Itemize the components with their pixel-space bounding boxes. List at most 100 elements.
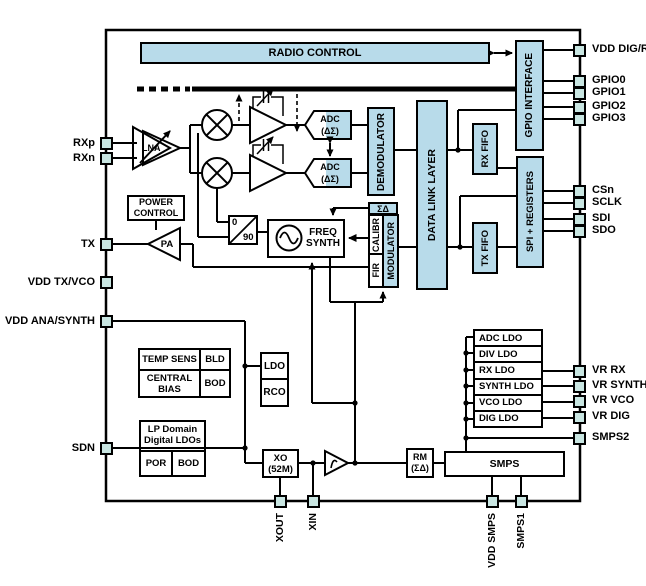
radio-control-block: RADIO CONTROL [140, 42, 490, 64]
tx-fifo-block: TX FIFO [472, 222, 498, 274]
spi-registers-label: SPI + REGISTERS [524, 171, 536, 253]
data-link-layer-block: DATA LINK LAYER [416, 100, 448, 290]
pin-label-vr-synth: VR SYNTH [592, 379, 646, 391]
power-clock-wires [112, 320, 573, 495]
pin-rxn [100, 152, 113, 165]
ldo-label: LDO [263, 360, 286, 372]
pin-label-gpio0: GPIO0 [592, 74, 626, 86]
pin-label-vdd-smps: VDD SMPS [486, 513, 498, 568]
phase-splitter-block [228, 215, 258, 245]
modulator-label: MODULATOR [385, 222, 396, 280]
radio-control-label: RADIO CONTROL [268, 47, 362, 59]
freq-synth-block [267, 219, 345, 258]
calibr-label: CALIBR [371, 217, 381, 252]
ldo-row-div: DIV LDO [475, 347, 541, 364]
pin-label-sclk: SCLK [592, 196, 622, 208]
ldo-row-vco: VCO LDO [475, 396, 541, 412]
phase-0-label: 0 [232, 217, 238, 228]
xo-label: XO(52M) [268, 452, 293, 475]
pin-label-rxn: RXn [73, 152, 95, 164]
temp-sens-label: TEMP SENS [142, 354, 197, 365]
mixer-i-icon [201, 109, 233, 141]
lp-bod-block: BOD [171, 450, 206, 477]
adc-q-shape [303, 158, 352, 188]
pin-label-csn: CSn [592, 184, 614, 196]
adc-i-label: ADC(ΔΣ) [320, 114, 340, 136]
pin-sdo [573, 225, 586, 238]
pin-label-vr-vco: VR VCO [592, 394, 635, 406]
pin-label-tx: TX [80, 238, 95, 250]
pin-gpio1 [573, 87, 586, 100]
rx-fifo-label: RX FIFO [479, 130, 491, 168]
por-label: POR [145, 458, 167, 469]
mixer-q-icon [201, 157, 233, 189]
rm-block: RM(ΣΔ) [406, 448, 434, 478]
bod-label: BOD [204, 378, 226, 389]
lna-label: LNA [142, 143, 161, 153]
ldo-row-adc: ADC LDO [475, 331, 541, 348]
bod-block: BOD [199, 369, 231, 398]
pin-label-vdd-dig-rx: VDD DIG/RX [592, 43, 646, 55]
adc-q-label: ADC(ΔΣ) [320, 162, 340, 184]
tx-synth-wires [112, 133, 387, 463]
pin-vdd-ana-synth [100, 315, 113, 328]
pin-smps1 [515, 495, 528, 508]
pin-label-sdi: SDI [592, 212, 611, 224]
digital-wires [395, 49, 573, 248]
gpio-interface-label: GPIO INTERFACE [524, 53, 535, 138]
pin-xout [274, 495, 287, 508]
pin-label-sdo: SDO [592, 224, 616, 236]
pin-xin [307, 495, 320, 508]
rco-label: RCO [263, 387, 286, 398]
modulator-block: MODULATOR [382, 214, 399, 288]
pin-vdd-tx-vco [100, 276, 113, 289]
fir-label: FIR [371, 263, 381, 278]
pin-label-gpio1: GPIO1 [592, 86, 626, 98]
pin-label-smps2: SMPS2 [592, 431, 630, 443]
ldo-row-dig: DIG LDO [479, 413, 519, 425]
ldo-stack-block: ADC LDO DIV LDO RX LDO SYNTH LDO VCO LDO… [473, 329, 543, 428]
data-link-layer-label: DATA LINK LAYER [426, 148, 438, 242]
pin-label-vdd-ana-synth: VDD ANA/SYNTH [4, 315, 95, 327]
pin-label-rxp: RXp [73, 137, 95, 149]
pin-label-vdd-tx-vco: VDD TX/VCO [27, 276, 95, 288]
if-amp-q-icon [249, 153, 289, 193]
smps-block: SMPS [444, 451, 565, 477]
pin-label-sdn: SDN [71, 442, 95, 454]
phase-splitter-diagonal [228, 215, 258, 245]
lp-bod-label: BOD [177, 458, 200, 469]
pin-smps2 [573, 432, 586, 445]
rx-fifo-block: RX FIFO [472, 123, 498, 175]
pin-label-smps1: SMPS1 [515, 513, 527, 549]
adc-i-shape [303, 110, 352, 140]
ldo-block: LDO [260, 352, 289, 380]
rm-label: RM(ΣΔ) [411, 452, 429, 473]
pin-label-xin: XIN [307, 513, 319, 531]
sigma-delta-label: ΣΔ [377, 203, 389, 214]
rco-block: RCO [260, 378, 289, 407]
clock-buffer-icon [324, 449, 351, 477]
bld-block: BLD [199, 348, 231, 371]
por-block: POR [139, 450, 173, 477]
pin-sdn [100, 442, 113, 455]
pin-label-gpio3: GPIO3 [592, 112, 626, 124]
bld-label: BLD [205, 354, 225, 365]
xo-block: XO(52M) [262, 449, 299, 478]
chip-outline [104, 28, 582, 503]
demodulator-block: DEMODULATOR [367, 107, 395, 196]
ldo-row-rx: RX LDO [475, 363, 541, 380]
phase-90-label: 90 [243, 232, 254, 243]
pin-label-vr-dig: VR DIG [592, 410, 630, 422]
pa-label: PA [160, 239, 174, 250]
pin-label-gpio2: GPIO2 [592, 100, 626, 112]
pin-vr-synth [573, 380, 586, 393]
junction-dots [242, 147, 469, 466]
pin-tx [100, 238, 113, 251]
lna-icon [132, 125, 183, 171]
